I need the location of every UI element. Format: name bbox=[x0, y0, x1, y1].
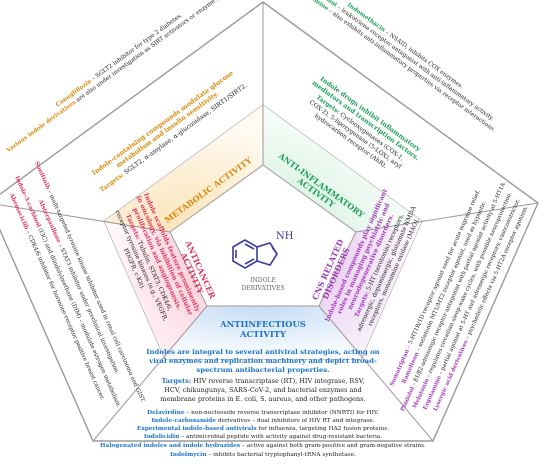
metabolic-band bbox=[104, 105, 263, 232]
antiinfectious-example-4: Indolicidin – antimicrobial peptide with… bbox=[144, 434, 382, 440]
antiinfectious-targets-2: HCV, chikungunya, SARS-CoV-2, and bacter… bbox=[164, 386, 362, 394]
antiinfectious-summary-2: viral enzymes and replication machinery … bbox=[148, 357, 377, 365]
antiinfectious-example-2: Indole-carboxamide derivatives – dual in… bbox=[151, 418, 374, 424]
antiinfectious-targets-1: Targets: HIV reverse transcriptase (RT),… bbox=[162, 377, 365, 385]
anti-inflammatory-band bbox=[263, 105, 422, 232]
indole-structure-icon bbox=[232, 239, 278, 269]
antiinfectious-summary-3: spectrum antibacterial properties. bbox=[196, 366, 329, 374]
divider-lines bbox=[0, 2, 539, 442]
antiinfectious-summary-1: Indoles are integral to several antivira… bbox=[146, 348, 379, 356]
antiinfectious-example-3: Experimental indole-based antivirals for… bbox=[137, 426, 389, 432]
nh-label: NH bbox=[276, 231, 294, 242]
antiinfectious-title-2: ACTIVITY bbox=[239, 329, 287, 339]
antiinfectious-band bbox=[165, 306, 361, 359]
antiinfectious-title-1: ANTIINFECTIOUS bbox=[219, 319, 306, 329]
antiinfectious-example-5: Halogenated indoles and indole hydrazide… bbox=[100, 443, 426, 449]
antiinfectious-example-6: Indolmycin – inhibits bacterial tryptoph… bbox=[170, 452, 356, 458]
antiinfectious-targets-3: membrane proteins in E. coli, S. aureus,… bbox=[160, 395, 365, 403]
antiinfectious-example-1: Delavirdine – non-nucleoside reverse tra… bbox=[147, 409, 379, 416]
inner-pentagon bbox=[169, 164, 357, 307]
center-caption-line1: INDOLE bbox=[250, 277, 276, 284]
center-caption-line2: DERIVATIVES bbox=[241, 285, 284, 292]
